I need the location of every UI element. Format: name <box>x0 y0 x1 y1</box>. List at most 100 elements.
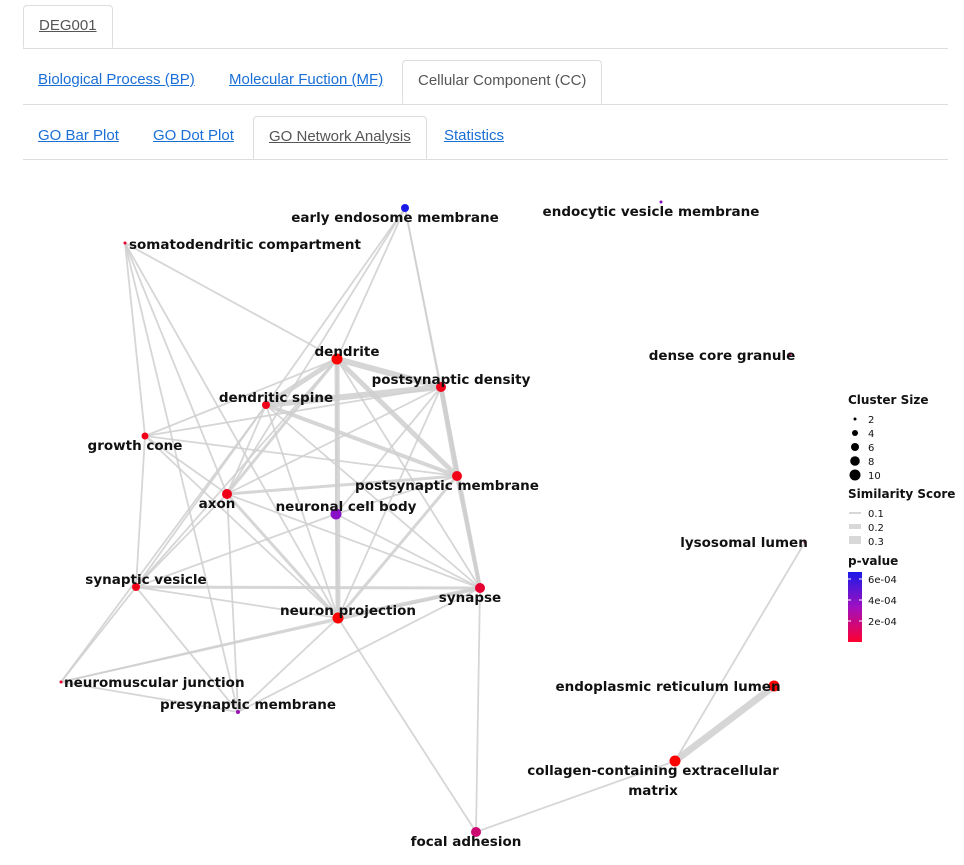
legend-pvalue-label: 4e-04 <box>868 596 897 607</box>
tab-statistics-label: Statistics <box>444 127 505 144</box>
tab-biological-process[interactable]: Biological Process (BP) <box>23 60 210 104</box>
network-edge <box>337 386 442 619</box>
network-node-neuronal-cell-body <box>330 508 342 520</box>
network-edge <box>337 617 477 833</box>
network-edge <box>335 513 481 589</box>
network-edge <box>475 760 676 833</box>
tab-go-bar-plot[interactable]: GO Bar Plot <box>23 116 134 159</box>
network-edge <box>135 586 239 713</box>
network-edge <box>135 493 228 588</box>
legend-pvalue-label: 2e-04 <box>868 617 897 628</box>
network-edge <box>144 358 338 437</box>
network-node-neuron-projection <box>332 612 344 624</box>
network-node-label-growth-cone: growth cone <box>88 438 183 454</box>
network-edge <box>135 358 338 588</box>
network-node-label-postsynaptic-membrane: postsynaptic membrane <box>355 478 539 494</box>
network-node-label-neuronal-cell-body: neuronal cell body <box>276 499 417 515</box>
legend-size-label: 4 <box>868 429 874 440</box>
network-node-dendrite <box>331 353 343 365</box>
network-edge <box>135 586 339 619</box>
network-edge <box>475 587 481 833</box>
legend: Cluster Size 2 4 6 8 10 Similarity Score… <box>848 393 955 642</box>
network-edge <box>226 386 442 495</box>
network-edge <box>144 435 458 477</box>
legend-size-dot-4 <box>852 430 858 436</box>
network-node-early-endosome-membrane <box>401 204 409 212</box>
network-node-label-axon: axon <box>199 496 236 512</box>
network-node-somatodendritic-compartment <box>123 241 127 245</box>
network-node-focal-adhesion <box>471 827 481 837</box>
network-node-postsynaptic-membrane <box>452 471 462 481</box>
network-edge <box>135 585 481 590</box>
network-edges <box>60 207 806 833</box>
network-edge <box>135 513 337 588</box>
network-edge <box>672 683 777 764</box>
analysis-tabs: GO Bar Plot GO Dot Plot GO Network Analy… <box>23 116 948 160</box>
network-node-label-dense-core-granule: dense core granule <box>649 348 796 364</box>
tab-go-dot-plot[interactable]: GO Dot Plot <box>138 116 249 159</box>
network-edge <box>336 356 442 390</box>
tab-deg001[interactable]: DEG001 <box>23 5 113 48</box>
tab-statistics[interactable]: Statistics <box>429 116 519 159</box>
network-edge <box>144 386 442 437</box>
network-edge <box>335 386 442 515</box>
legend-similarity-line-3 <box>849 536 861 544</box>
legend-similarity-label: 0.3 <box>868 537 884 548</box>
tab-go-bar-plot-label: GO Bar Plot <box>38 127 119 144</box>
network-node-endoplasmic-reticulum-lumen <box>768 680 780 692</box>
network-node-presynaptic-membrane <box>236 710 240 714</box>
network-edge <box>60 586 137 683</box>
network-edge <box>225 358 339 495</box>
network-edge <box>124 242 228 495</box>
network-edge <box>265 404 339 619</box>
network-node-label-dendritic-spine: dendritic spine <box>219 390 333 406</box>
network-edge <box>455 475 482 589</box>
tab-cellular-component-label: Cellular Component (CC) <box>418 72 587 89</box>
network-edge <box>135 404 267 588</box>
network-node-label-postsynaptic-density: postsynaptic density <box>372 372 531 388</box>
dataset-tabs: DEG001 <box>23 5 948 49</box>
network-node-label-presynaptic-membrane: presynaptic membrane <box>160 697 336 713</box>
legend-size-label: 2 <box>868 415 874 426</box>
network-node-synaptic-vesicle <box>132 583 140 591</box>
network-node-axon <box>222 489 232 499</box>
legend-size-dot-10 <box>849 469 861 481</box>
tab-molecular-function[interactable]: Molecular Fuction (MF) <box>214 60 398 104</box>
legend-similarity-label: 0.1 <box>868 509 884 520</box>
network-edge <box>335 358 338 515</box>
network-edge <box>144 435 228 495</box>
legend-size-label: 10 <box>868 471 881 482</box>
network-edge <box>336 358 481 589</box>
network-node-label-lysosomal-lumen: lysosomal lumen <box>680 535 808 551</box>
legend-pvalue-title: p-value <box>848 554 898 568</box>
network-node-synapse <box>475 583 485 593</box>
legend-size-dot-6 <box>851 443 859 451</box>
network-edge <box>124 242 339 619</box>
legend-cluster-size-title: Cluster Size <box>848 393 928 407</box>
network-edge <box>404 207 481 589</box>
network-edge <box>226 493 239 713</box>
network-edge <box>124 242 146 437</box>
network-edge <box>60 681 239 713</box>
network-edge <box>265 207 406 406</box>
network-edge <box>336 207 406 360</box>
network-edge <box>265 404 481 589</box>
network-edge <box>265 403 458 478</box>
network-edge <box>226 207 406 495</box>
network-edge <box>60 617 339 683</box>
network-edge <box>226 493 481 589</box>
tab-cellular-component[interactable]: Cellular Component (CC) <box>402 60 603 104</box>
network-node-label-synapse: synapse <box>439 590 501 606</box>
network-edge <box>438 386 460 477</box>
network-node-label-early-endosome-membrane: early endosome membrane <box>291 210 498 226</box>
network-edge <box>674 541 806 762</box>
network-edge <box>336 475 459 619</box>
tab-go-network-analysis[interactable]: GO Network Analysis <box>253 116 427 159</box>
network-node-label-synaptic-vesicle: synaptic vesicle <box>85 572 206 588</box>
network-edge <box>335 357 459 478</box>
network-edge <box>226 474 458 496</box>
network-node-label-neuron-projection: neuron projection <box>280 603 416 619</box>
network-node-neuromuscular-junction <box>59 680 63 684</box>
network-edge <box>60 404 267 683</box>
